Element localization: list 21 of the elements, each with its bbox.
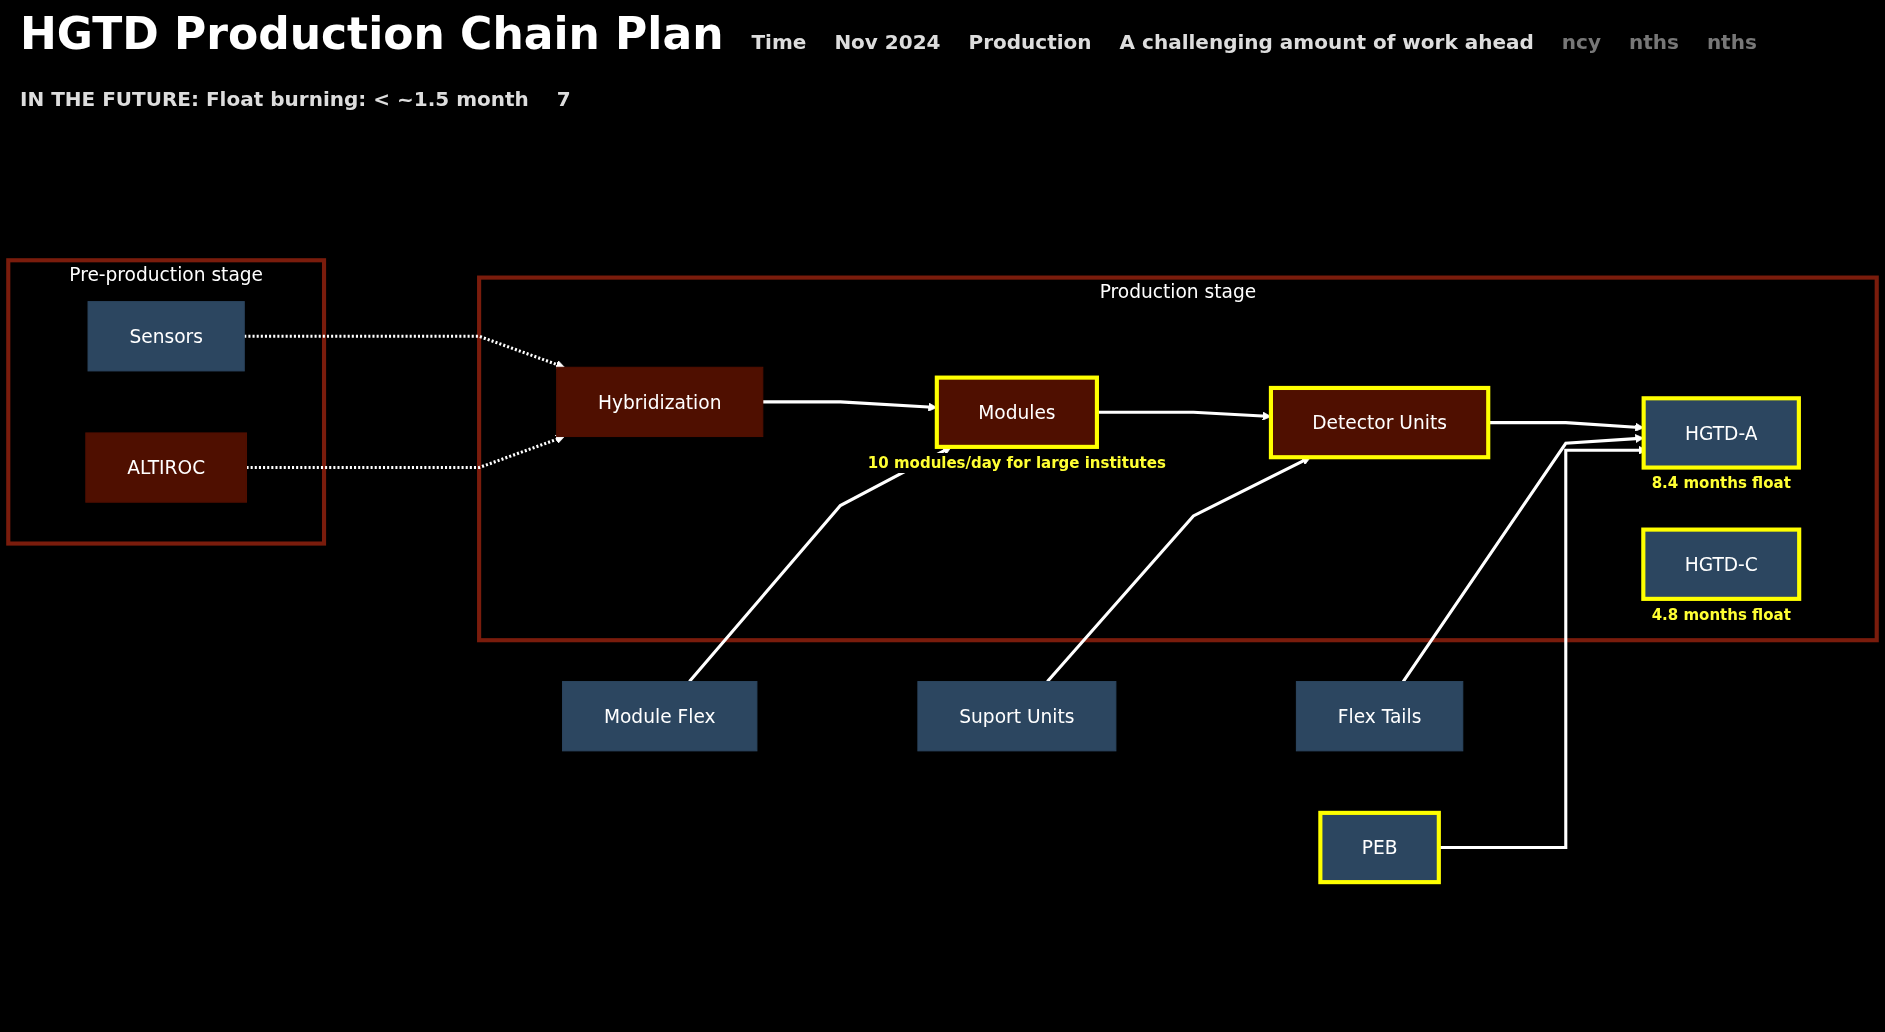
- node-box: Module Flex: [562, 680, 758, 752]
- note-text: 7: [556, 87, 571, 111]
- node-box: PEB: [1318, 810, 1441, 884]
- note-text: IN THE FUTURE: Float burning: < ~1.5 month: [20, 87, 529, 111]
- note-text: ncy: [1561, 30, 1601, 54]
- note-text: A challenging amount of work ahead: [1119, 30, 1534, 54]
- note-text: Production: [968, 30, 1092, 54]
- node-box: HGTD-C: [1641, 527, 1802, 601]
- note-text: nths: [1628, 30, 1679, 54]
- node-box: Detector Units: [1268, 385, 1491, 460]
- node-box: Hybridization: [556, 366, 764, 437]
- node-box: Sensors: [87, 300, 245, 372]
- note-text: Time: [751, 30, 807, 54]
- node-box: ALTIROC: [85, 432, 247, 503]
- node-box: Suport Units: [917, 680, 1117, 752]
- note-text: nths: [1706, 30, 1757, 54]
- node-box: Flex Tails: [1295, 680, 1464, 752]
- slide-title: HGTD Production Chain Plan: [20, 8, 724, 59]
- node-box: HGTD-A: [1641, 396, 1801, 470]
- node-box: Modules: [934, 375, 1099, 449]
- note-text: Nov 2024: [834, 30, 941, 54]
